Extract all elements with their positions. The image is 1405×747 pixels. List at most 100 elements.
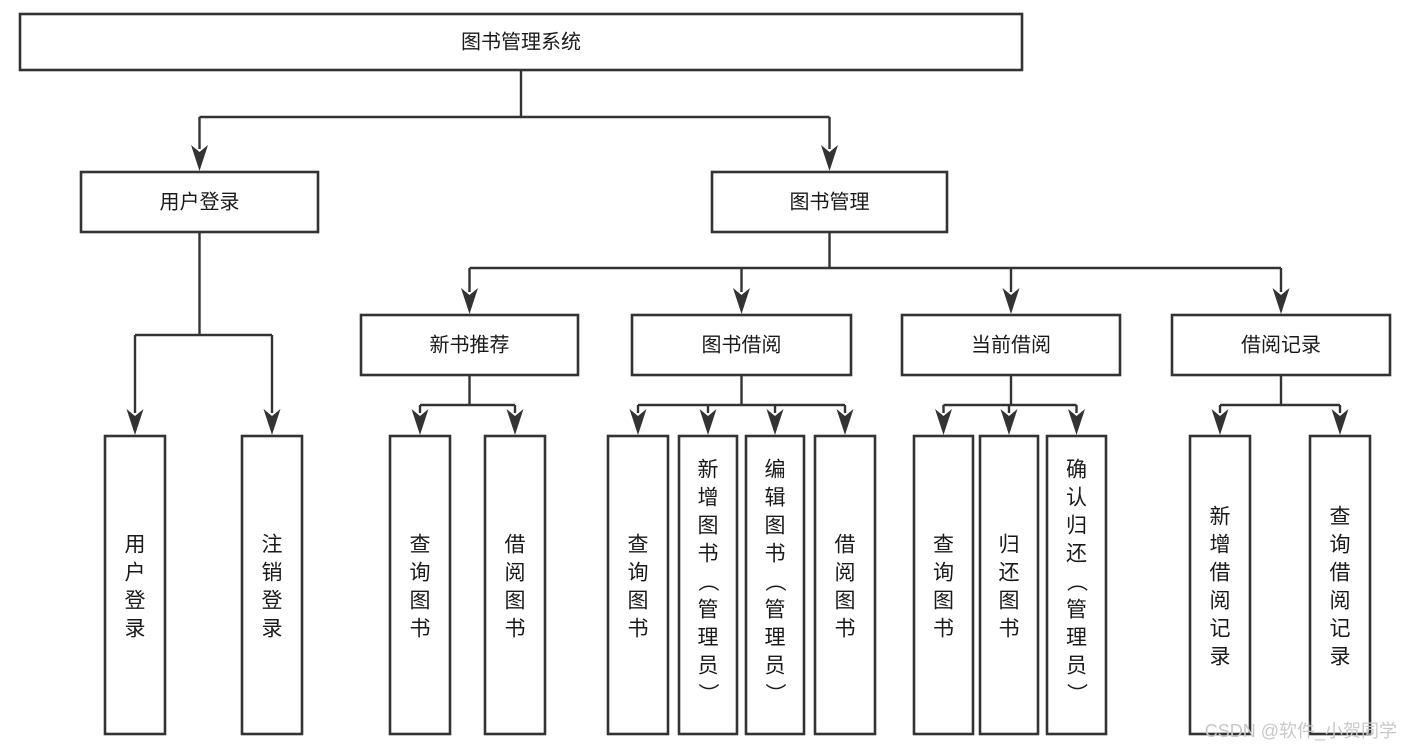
- node-label-char: 查: [1330, 505, 1351, 528]
- node-label-char: 书: [410, 617, 431, 640]
- node-label-char: 记: [1210, 617, 1231, 640]
- edge-layer: [126, 70, 1349, 435]
- node-label-char: 阅: [1210, 589, 1231, 612]
- node-label-char: 询: [410, 561, 431, 584]
- node-label-char: 认: [1066, 486, 1087, 509]
- node-label-char: 增: [1210, 533, 1231, 556]
- arrow-head-icon: [126, 409, 144, 435]
- node-box: [483, 434, 547, 736]
- node-label-char: 借: [505, 533, 526, 556]
- node-label-char: 查: [933, 533, 954, 556]
- arrow-head-icon: [1331, 409, 1349, 435]
- node-label-char: 阅: [1330, 589, 1351, 612]
- node-box: [1188, 434, 1252, 736]
- node-label-char: 编: [765, 458, 786, 481]
- node-label: 借阅记录: [1241, 333, 1321, 356]
- node-label-char: 录: [125, 617, 146, 640]
- node-label-char: 注: [262, 533, 283, 556]
- arrow-head-icon: [1000, 409, 1018, 435]
- node-box: [606, 434, 670, 736]
- node-label-char: 归: [999, 533, 1020, 556]
- node-box: [79, 170, 320, 234]
- node-label: 新书推荐: [430, 333, 510, 356]
- node-box: [388, 434, 452, 736]
- node-label-char: ）: [1065, 683, 1088, 704]
- node-label-char: 书: [628, 617, 649, 640]
- node-label-char: 书: [835, 617, 856, 640]
- node-label-char: （: [696, 571, 719, 592]
- node-label-char: 书: [933, 617, 954, 640]
- node-label-char: 新: [1210, 505, 1231, 528]
- node-layer: 图书管理系统用户登录图书管理新书推荐图书借阅当前借阅借阅记录用户登录注销登录查询…: [18, 12, 1392, 736]
- diagram-node-current-borrow[interactable]: 当前借阅: [900, 313, 1122, 377]
- arrow-head-icon: [1272, 288, 1290, 314]
- node-label-char: 书: [505, 617, 526, 640]
- node-label-char: ）: [696, 683, 719, 704]
- node-label-char: 理: [1066, 626, 1087, 649]
- node-box: [978, 434, 1040, 736]
- arrow-head-icon: [191, 145, 208, 171]
- arrow-head-icon: [1068, 409, 1085, 435]
- node-label-char: 图: [410, 589, 431, 612]
- diagram-node-new-book-recommend[interactable]: 新书推荐: [359, 313, 580, 377]
- arrow-head-icon: [1211, 409, 1229, 435]
- node-label-char: 增: [698, 486, 719, 509]
- diagram-node-book-borrow[interactable]: 图书借阅: [630, 313, 853, 377]
- node-label-char: 书: [698, 542, 719, 565]
- node-label-char: 阅: [505, 561, 526, 584]
- diagram-node-book-manage[interactable]: 图书管理: [710, 170, 949, 234]
- arrow-head-icon: [506, 409, 524, 435]
- node-label-char: 书: [999, 617, 1020, 640]
- diagram-node-leaf-user-login[interactable]: 用户登录: [103, 434, 167, 736]
- node-label-char: 员: [698, 654, 719, 677]
- node-label-char: 询: [628, 561, 649, 584]
- node-label-char: 用: [125, 533, 146, 556]
- node-box: [710, 170, 949, 234]
- diagram-node-root[interactable]: 图书管理系统: [18, 12, 1024, 72]
- node-label-char: 图: [505, 589, 526, 612]
- node-box: [1170, 313, 1392, 377]
- csdn-watermark: CSDN @软件_小贺同学: [1204, 721, 1397, 741]
- node-label-char: 还: [999, 561, 1020, 584]
- node-box: [744, 434, 806, 736]
- node-label-char: 管: [698, 598, 719, 621]
- node-label-char: 阅: [835, 561, 856, 584]
- node-label-char: 查: [628, 533, 649, 556]
- arrow-head-icon: [263, 409, 281, 435]
- node-label-char: 借: [1330, 561, 1351, 584]
- node-label-char: 录: [262, 617, 283, 640]
- node-box: [18, 12, 1024, 72]
- node-label: 图书管理系统: [461, 30, 581, 53]
- node-box: [900, 313, 1122, 377]
- node-label-char: 查: [410, 533, 431, 556]
- node-label-char: 理: [698, 626, 719, 649]
- node-label-char: 归: [1066, 514, 1087, 537]
- arrow-head-icon: [629, 409, 647, 435]
- arrow-head-icon: [461, 288, 478, 314]
- node-label: 图书管理: [790, 190, 870, 213]
- arrow-head-icon: [766, 409, 784, 435]
- node-label-char: （: [1065, 571, 1088, 592]
- node-label-char: 新: [698, 458, 719, 481]
- node-label-char: 员: [765, 654, 786, 677]
- node-label-char: 询: [933, 561, 954, 584]
- node-box: [677, 434, 739, 736]
- diagram-node-user-login[interactable]: 用户登录: [79, 170, 320, 234]
- node-label-char: 管: [765, 598, 786, 621]
- diagram-node-borrow-record[interactable]: 借阅记录: [1170, 313, 1392, 377]
- node-label-char: 户: [125, 561, 146, 584]
- node-label-char: 图: [765, 514, 786, 537]
